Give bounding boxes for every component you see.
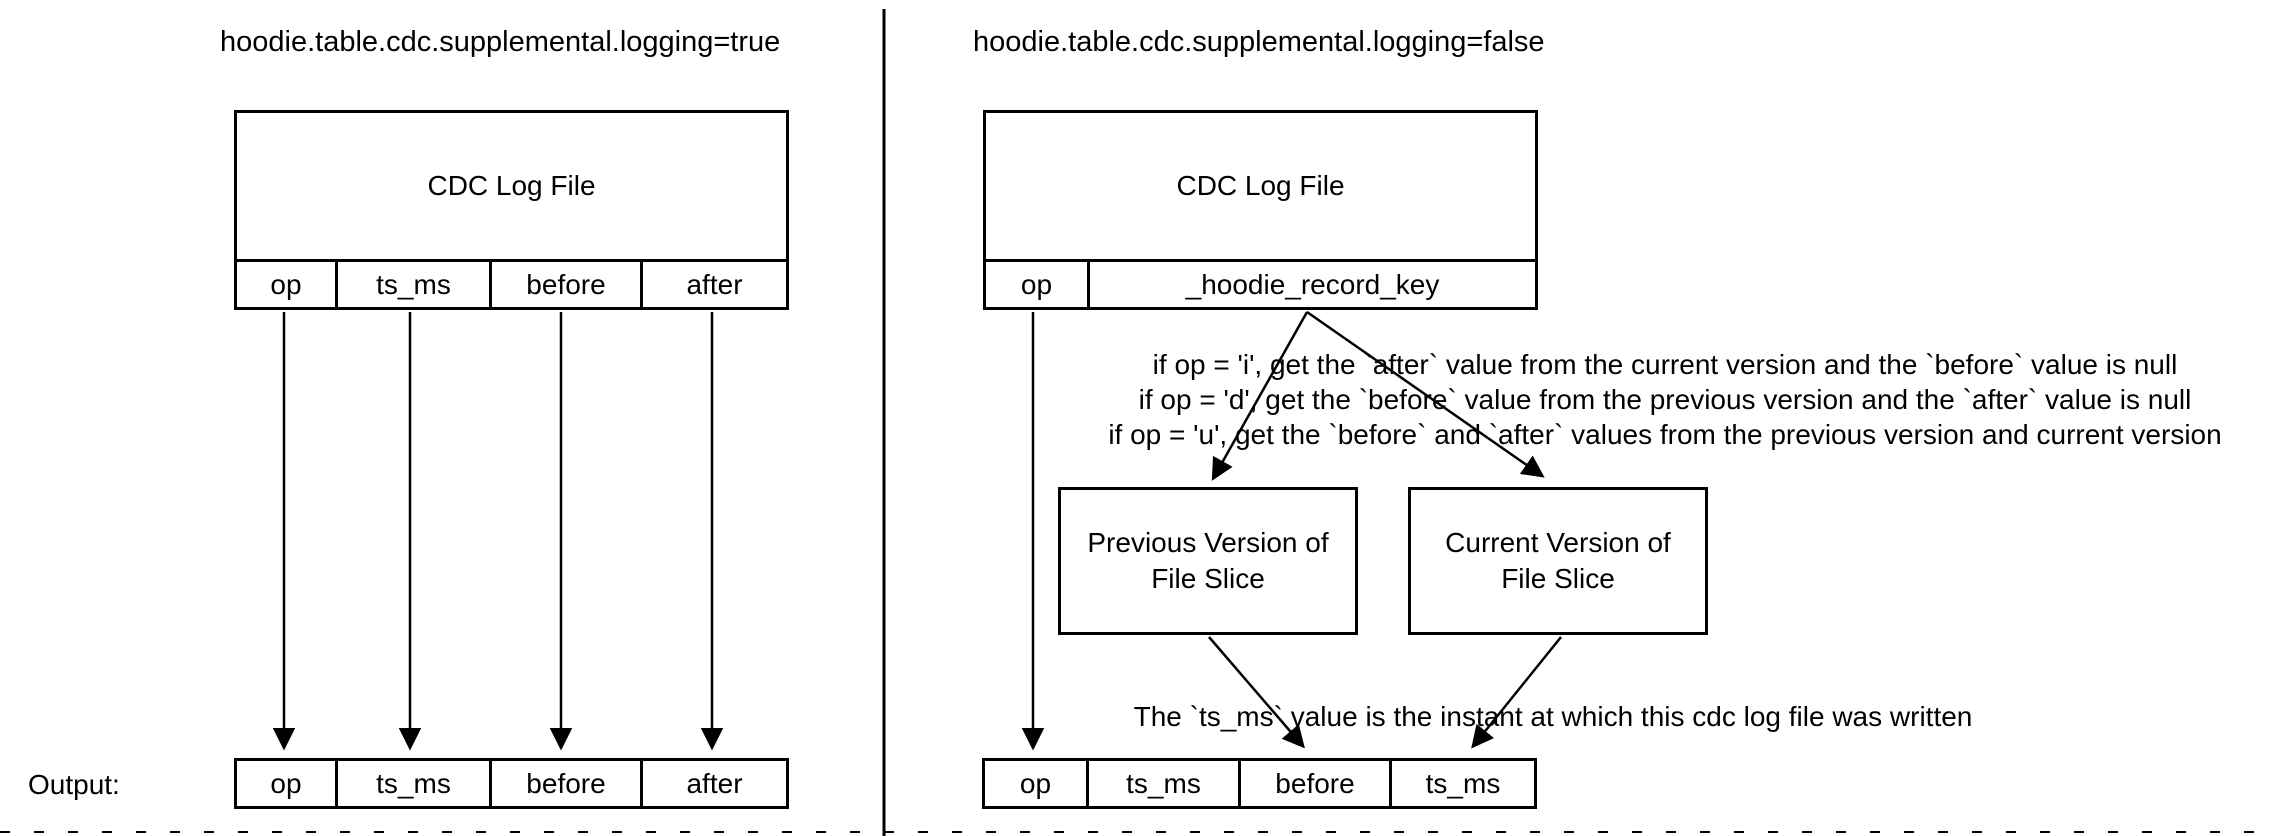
op-rule-insert: if op = 'i', get the `after` value from … bbox=[1152, 349, 2178, 380]
left-cdc-column-after: after bbox=[640, 262, 786, 307]
right-output-row: op ts_ms before ts_ms bbox=[982, 758, 1537, 809]
left-cdc-header-row: op ts_ms before after bbox=[237, 259, 786, 307]
left-output-cell-op: op bbox=[270, 767, 302, 799]
op-rules-text: if op = 'i', get the `after` value from … bbox=[1040, 347, 2278, 452]
left-output-cell-after: after bbox=[640, 761, 786, 806]
right-cdc-log-file-box: CDC Log File op _hoodie_record_key bbox=[983, 110, 1538, 310]
ts-ms-note-text: The `ts_ms` value is the instant at whic… bbox=[1133, 701, 1973, 732]
left-panel-title: hoodie.table.cdc.supplemental.logging=tr… bbox=[220, 26, 781, 58]
left-cdc-log-file-box: CDC Log File op ts_ms before after bbox=[234, 110, 789, 310]
right-cdc-column-hoodie-record-key: _hoodie_record_key bbox=[1087, 262, 1535, 307]
left-cdc-column-op: op bbox=[270, 268, 302, 300]
previous-file-slice-box: Previous Version of File Slice bbox=[1058, 487, 1358, 635]
left-output-cell-before: before bbox=[489, 761, 640, 806]
right-cdc-column-op: op bbox=[1020, 268, 1053, 300]
left-output-row: op ts_ms before after bbox=[234, 758, 789, 809]
right-output-cell-ts-ms-2: ts_ms bbox=[1389, 761, 1534, 806]
left-output-cell-ts-ms: ts_ms bbox=[335, 761, 489, 806]
left-cdc-column-ts-ms: ts_ms bbox=[335, 262, 489, 307]
right-output-cell-op: op bbox=[1019, 767, 1052, 799]
right-cdc-header-row: op _hoodie_record_key bbox=[986, 259, 1535, 307]
right-cdc-log-file-label: CDC Log File bbox=[1176, 170, 1345, 201]
op-rule-update: if op = 'u', get the `before` and `after… bbox=[1108, 419, 2222, 450]
left-cdc-log-file-label: CDC Log File bbox=[427, 170, 596, 201]
current-file-slice-box: Current Version of File Slice bbox=[1408, 487, 1708, 635]
right-output-cell-before: before bbox=[1238, 761, 1389, 806]
left-cdc-column-before: before bbox=[489, 262, 640, 307]
output-label: Output: bbox=[28, 769, 120, 800]
right-output-cell-ts-ms: ts_ms bbox=[1086, 761, 1238, 806]
op-rule-delete: if op = 'd', get the `before` value from… bbox=[1138, 384, 2192, 415]
right-panel-title: hoodie.table.cdc.supplemental.logging=fa… bbox=[973, 26, 1545, 58]
